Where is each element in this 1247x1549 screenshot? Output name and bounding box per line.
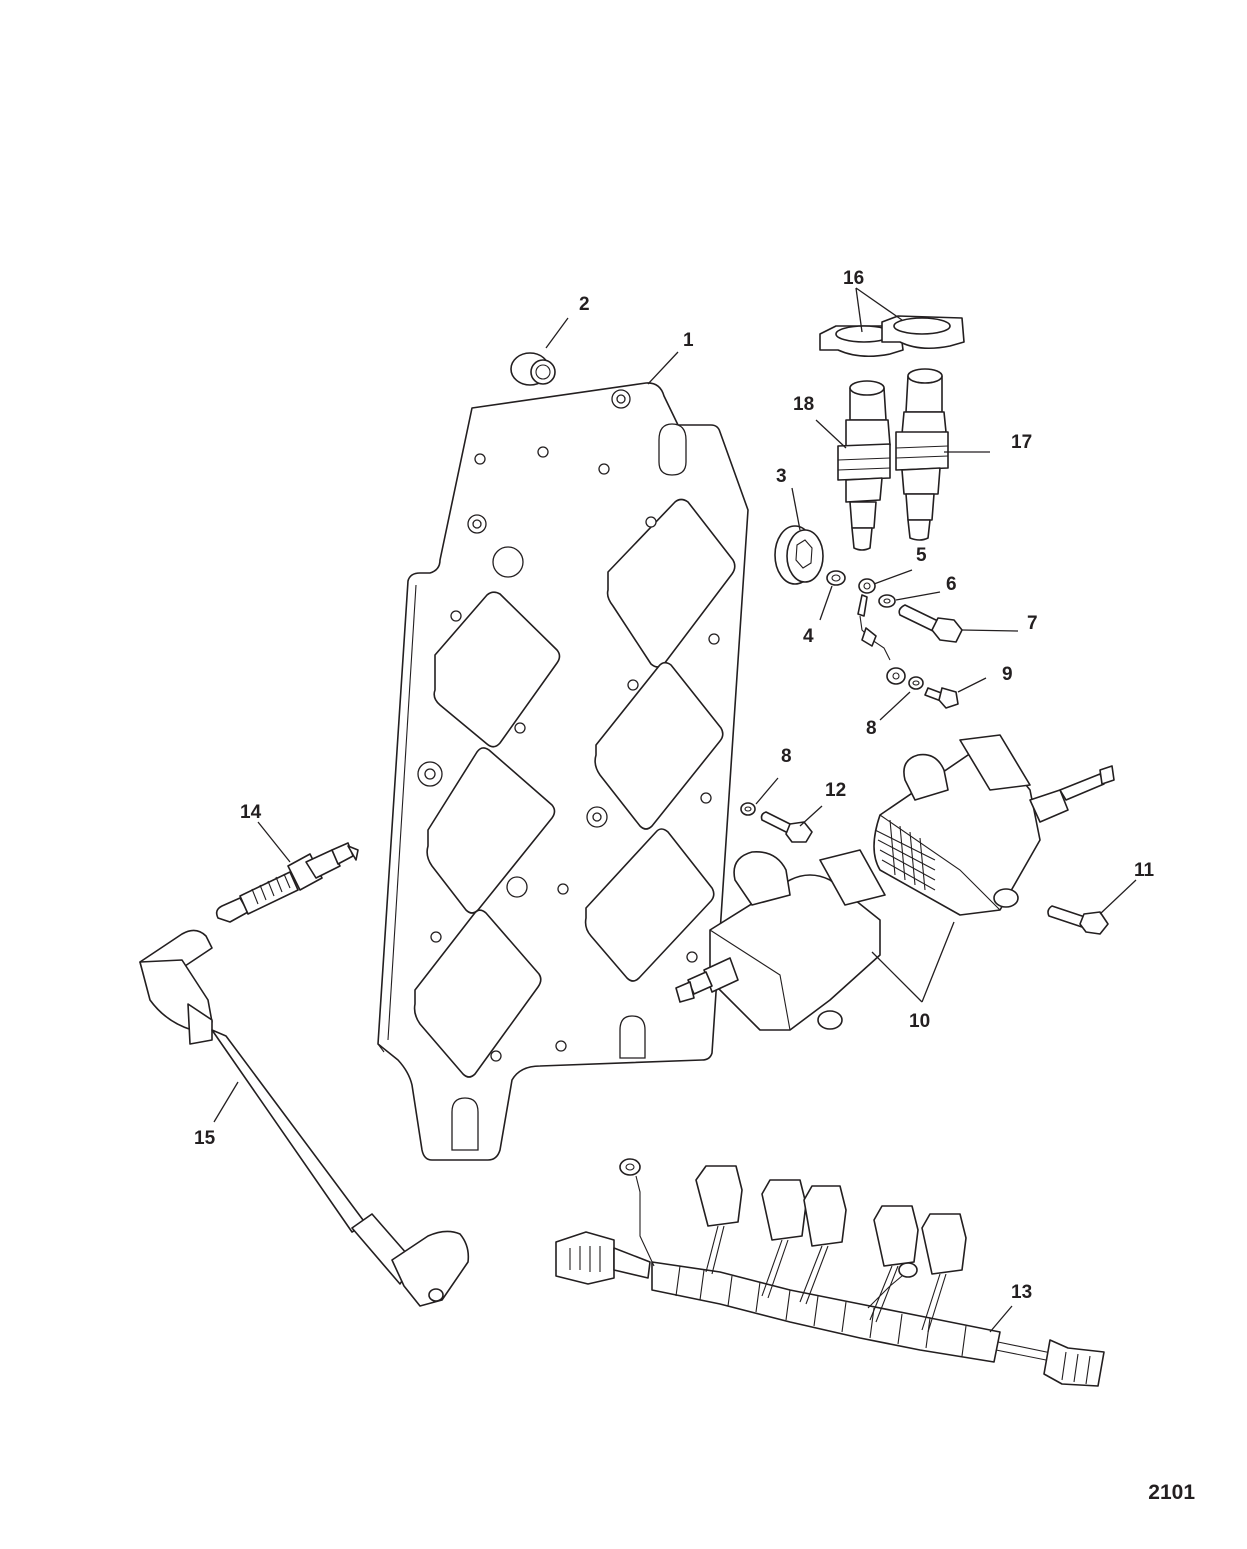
callout-12: 12 bbox=[825, 780, 846, 801]
callout-17: 17 bbox=[1011, 432, 1032, 453]
small-washer-upper bbox=[908, 676, 924, 690]
small-screw bbox=[924, 687, 959, 709]
callout-6: 6 bbox=[946, 574, 957, 595]
sensor-clamps bbox=[819, 315, 965, 358]
callout-10: 10 bbox=[909, 1011, 930, 1032]
threaded-plug bbox=[774, 525, 824, 585]
spark-plug-wire bbox=[139, 929, 470, 1307]
callout-5: 5 bbox=[916, 545, 927, 566]
small-washer-lower bbox=[740, 802, 756, 816]
callout-13: 13 bbox=[1011, 1282, 1032, 1303]
lock-washer bbox=[878, 594, 896, 608]
callout-1: 1 bbox=[683, 330, 694, 351]
leader-lines bbox=[213, 287, 1137, 1333]
callout-18: 18 bbox=[793, 394, 814, 415]
callout-11: 11 bbox=[1134, 860, 1155, 881]
wiring-harness bbox=[555, 1158, 1105, 1387]
ignition-coil-front bbox=[675, 849, 886, 1031]
callout-15: 15 bbox=[194, 1128, 216, 1149]
hex-bolt bbox=[898, 604, 963, 643]
callout-4: 4 bbox=[803, 626, 814, 647]
mounting-plate bbox=[377, 382, 749, 1161]
washer bbox=[826, 570, 846, 586]
spacer-grommet bbox=[510, 352, 556, 386]
ground-strap bbox=[857, 578, 906, 685]
coil-screw bbox=[760, 811, 813, 843]
pressure-sensor-right bbox=[895, 368, 949, 541]
callout-16: 16 bbox=[843, 268, 864, 289]
callout-7: 7 bbox=[1027, 613, 1038, 634]
callout-2: 2 bbox=[579, 294, 590, 315]
callout-labels: 1 2 3 4 5 6 7 8 8 9 10 11 12 13 14 15 16… bbox=[194, 268, 1155, 1303]
callout-9: 9 bbox=[1002, 664, 1013, 685]
ignition-coil-rear bbox=[873, 734, 1115, 916]
pressure-sensor-left bbox=[837, 380, 891, 551]
callout-3: 3 bbox=[776, 466, 787, 487]
callout-8-upper: 8 bbox=[866, 718, 877, 739]
callout-14: 14 bbox=[240, 802, 262, 823]
coil-bolt bbox=[1047, 905, 1109, 935]
spark-plug bbox=[215, 842, 359, 923]
figure-number: 2101 bbox=[1148, 1481, 1195, 1504]
callout-8-lower: 8 bbox=[781, 746, 792, 767]
